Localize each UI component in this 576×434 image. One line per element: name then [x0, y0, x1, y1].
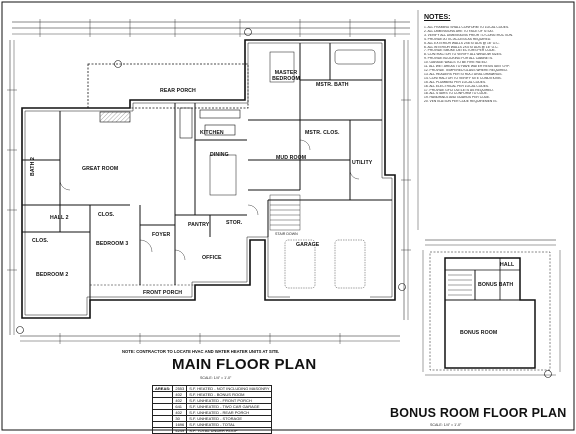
note-item: 14. CONTRACTOR TO VERIFY SITE CONDITIONS… — [424, 76, 502, 80]
note-item: 6. ALL INTERIOR WALLS 2X4 STUDS @ 16" O.… — [424, 45, 499, 49]
room-label-great-room: GREAT ROOM — [82, 166, 119, 172]
room-label-master-bedroom: MASTER BEDROOM — [272, 70, 300, 82]
room-label-foyer: FOYER — [152, 232, 171, 238]
room-label-bedroom-2: BEDROOM 2 — [36, 272, 69, 278]
note-item: 11. ALL WET AREAS TO HAVE WATER RESISTAN… — [424, 65, 510, 69]
area-heading-cell — [151, 427, 174, 434]
note-item: 5. ALL EXTERIOR WALLS 2X6 STUDS @ 16" O.… — [424, 41, 500, 45]
room-label-closet-1: CLOS. — [98, 212, 115, 218]
room-label-bath-2: BATH 2 — [30, 157, 36, 176]
bonus-floor-plan-title: BONUS ROOM FLOOR PLAN — [390, 406, 567, 420]
room-label-closet-2: CLOS. — [32, 238, 49, 244]
main-floor-plan-title: MAIN FLOOR PLAN — [172, 356, 317, 373]
area-description-cell: S.F. TOTAL UNDER ROOF — [186, 427, 273, 434]
note-item: 9. PROVIDE BLOCKING FOR ALL CABINETS. — [424, 57, 494, 61]
main-plan-note: NOTE: CONTRACTOR TO LOCATE HVAC AND WATE… — [122, 349, 280, 354]
note-item: 3. VERIFY ALL DIMENSIONS PRIOR TO CONSTR… — [424, 33, 513, 37]
room-label-bonus-bath: BONUS BATH — [478, 282, 514, 288]
notes-list: 1. ALL FRAMING SHALL CONFORM TO LOCAL CO… — [424, 26, 560, 226]
note-item: 13. ALL HEADERS PER STRUCTURAL DRAWINGS. — [424, 72, 503, 76]
note-item: 2. ALL DIMENSIONS ARE TO FACE OF STUD. — [424, 29, 494, 33]
note-item: 17. PROVIDE GFCI OUTLETS AS REQUIRED. — [424, 88, 494, 92]
room-label-dining: DINING — [210, 152, 229, 158]
room-label-mud-room: MUD ROOM — [276, 155, 307, 161]
main-floor-plan — [7, 19, 411, 344]
note-item: 19. HANDRAILS AND GUARDS PER CODE. — [424, 96, 491, 100]
room-label-pantry: PANTRY — [188, 222, 210, 228]
area-description-cell: S.F. UNHEATED - TWO CAR GARAGE — [186, 403, 273, 410]
note-item: 7. PROVIDE SMOKE DETECTORS PER CODE. — [424, 49, 496, 53]
room-label-bedroom-3: BEDROOM 3 — [96, 241, 129, 247]
area-heading-cell: AREAS: — [151, 385, 174, 392]
note-item: 15. ALL PLUMBING PER LOCAL CODES. — [424, 80, 487, 84]
room-label-utility: UTILITY — [352, 160, 373, 166]
room-label-storage: STOR. — [226, 220, 243, 226]
room-label-bonus-room: BONUS ROOM — [460, 330, 498, 336]
bonus-floor-plan-scale: SCALE: 1/4" = 1'-0" — [430, 423, 462, 427]
room-label-kitchen: KITCHEN — [200, 130, 224, 136]
note-item: 1. ALL FRAMING SHALL CONFORM TO LOCAL CO… — [424, 26, 510, 29]
room-label-master-closet: MSTR. CLOS. — [305, 130, 340, 136]
room-label-garage: GARAGE — [296, 242, 320, 248]
note-item: 18. ALL STAIRS TO CONFORM TO CODE. — [424, 92, 488, 96]
room-label-office: OFFICE — [202, 255, 222, 261]
note-item: 10. GARAGE WALLS TO BE FIRE RATED. — [424, 61, 488, 65]
room-label-hall-2: HALL 2 — [50, 215, 69, 221]
stair-label: STAIR DOWN — [275, 232, 298, 236]
room-label-master-bath: MSTR. BATH — [316, 82, 349, 88]
room-label-rear-porch: REAR PORCH — [160, 88, 196, 94]
note-item: 20. VENTILATION PER CODE REQUIREMENTS. — [424, 100, 498, 104]
room-label-hall: HALL — [500, 262, 515, 268]
main-floor-plan-scale: SCALE: 1/4" = 1'-0" — [200, 376, 232, 380]
note-item: 12. PROVIDE TEMPERED GLASS WHERE REQUIRE… — [424, 68, 508, 72]
area-description-cell: S.F. HEATED - NOT INCLUDING MASONRY — [186, 385, 273, 392]
note-item: 4. PROVIDE ATTIC ACCESS AS REQUIRED. — [424, 37, 492, 41]
note-item: 16. ALL ELECTRICAL PER LOCAL CODES. — [424, 84, 490, 88]
note-item: 8. CONTRACTOR TO VERIFY ALL WINDOW SIZES… — [424, 53, 503, 57]
area-value-cell: 4249 — [172, 427, 188, 434]
bonus-floor-plan — [422, 239, 561, 378]
room-label-front-porch: FRONT PORCH — [143, 290, 183, 296]
notes-heading: NOTES: — [424, 14, 451, 21]
